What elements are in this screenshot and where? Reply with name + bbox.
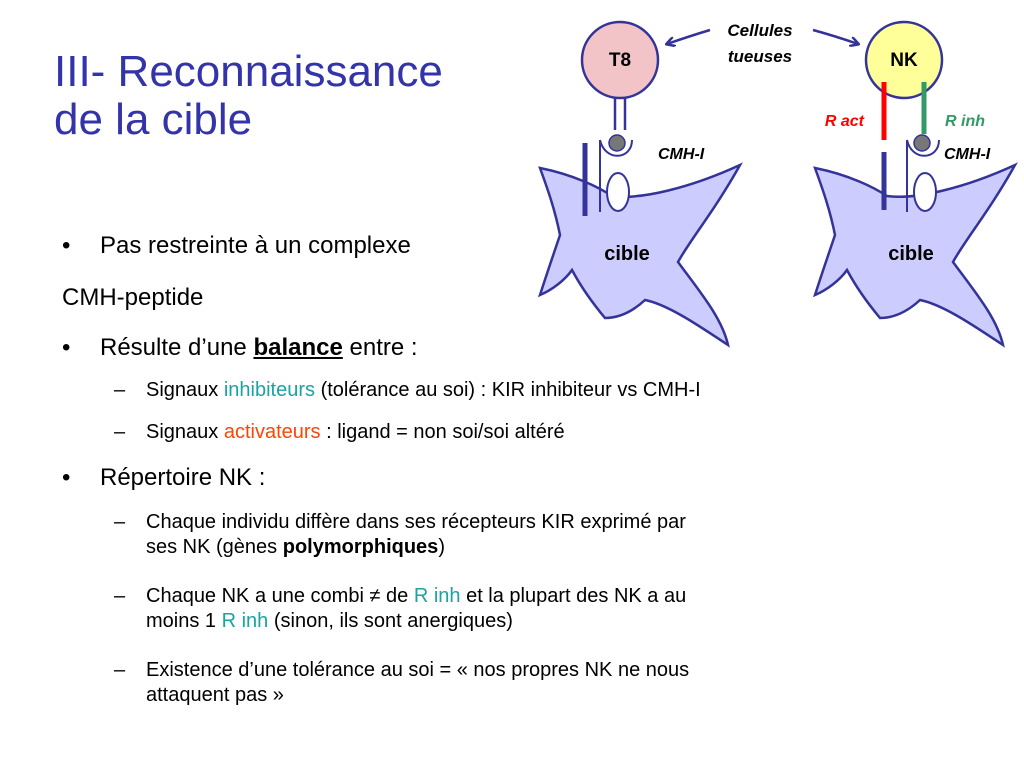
cmh-label-right: CMH-I [944,146,991,163]
sub-bullet-4-text: Chaque NK a une combi ≠ de R inh et la p… [146,585,687,632]
cible-label-left: cible [604,243,650,265]
sub-bullet-2-text: Signaux activateurs : ligand = non soi/s… [146,421,565,443]
target-cell-left [537,162,743,348]
cmh-oval-right [913,172,937,212]
cmh-molecule-left [599,139,633,212]
arrow-to-nk [812,28,858,44]
cellules-label-1: Cellules [727,21,792,40]
title-line-1: III- Reconnaissance [54,47,443,96]
bullet-1-cont-text: CMH-peptide [62,284,204,311]
r-inh-label: R inh [945,113,985,130]
sub-bullet-5-text: Existence d’une tolérance au soi = « nos… [146,659,690,706]
sub-bullet-1-text: Signaux inhibiteurs (tolérance au soi) :… [146,379,701,401]
r-act-label: R act [825,113,865,130]
cible-label-right: cible [888,243,934,265]
cmh-oval-left [606,172,630,212]
bullet-2-text: Résulte d’une balance entre : [100,334,418,361]
arrow-to-t8 [667,28,711,44]
tcr-receptor-dot [608,134,626,152]
sub-bullet-3-text: Chaque individu diffère dans ses récepte… [146,511,686,558]
bullet-3-text: Répertoire NK : [100,464,266,491]
t8-cell [580,20,660,100]
nk-label: NK [890,50,918,71]
kir-receptor-dot [913,134,931,152]
cmh-label-left: CMH-I [658,146,705,163]
t8-label: T8 [609,50,631,71]
title-line-2: de la cible [54,95,253,145]
slide-title: III- Reconnaissance de la cible [54,47,574,145]
cmh-molecule-right [906,139,940,212]
target-cell-right [812,162,1018,348]
bullet-1-text: Pas restreinte à un complexe [100,232,411,259]
nk-cell [864,20,944,100]
cellules-label-2: tueuses [728,47,792,66]
